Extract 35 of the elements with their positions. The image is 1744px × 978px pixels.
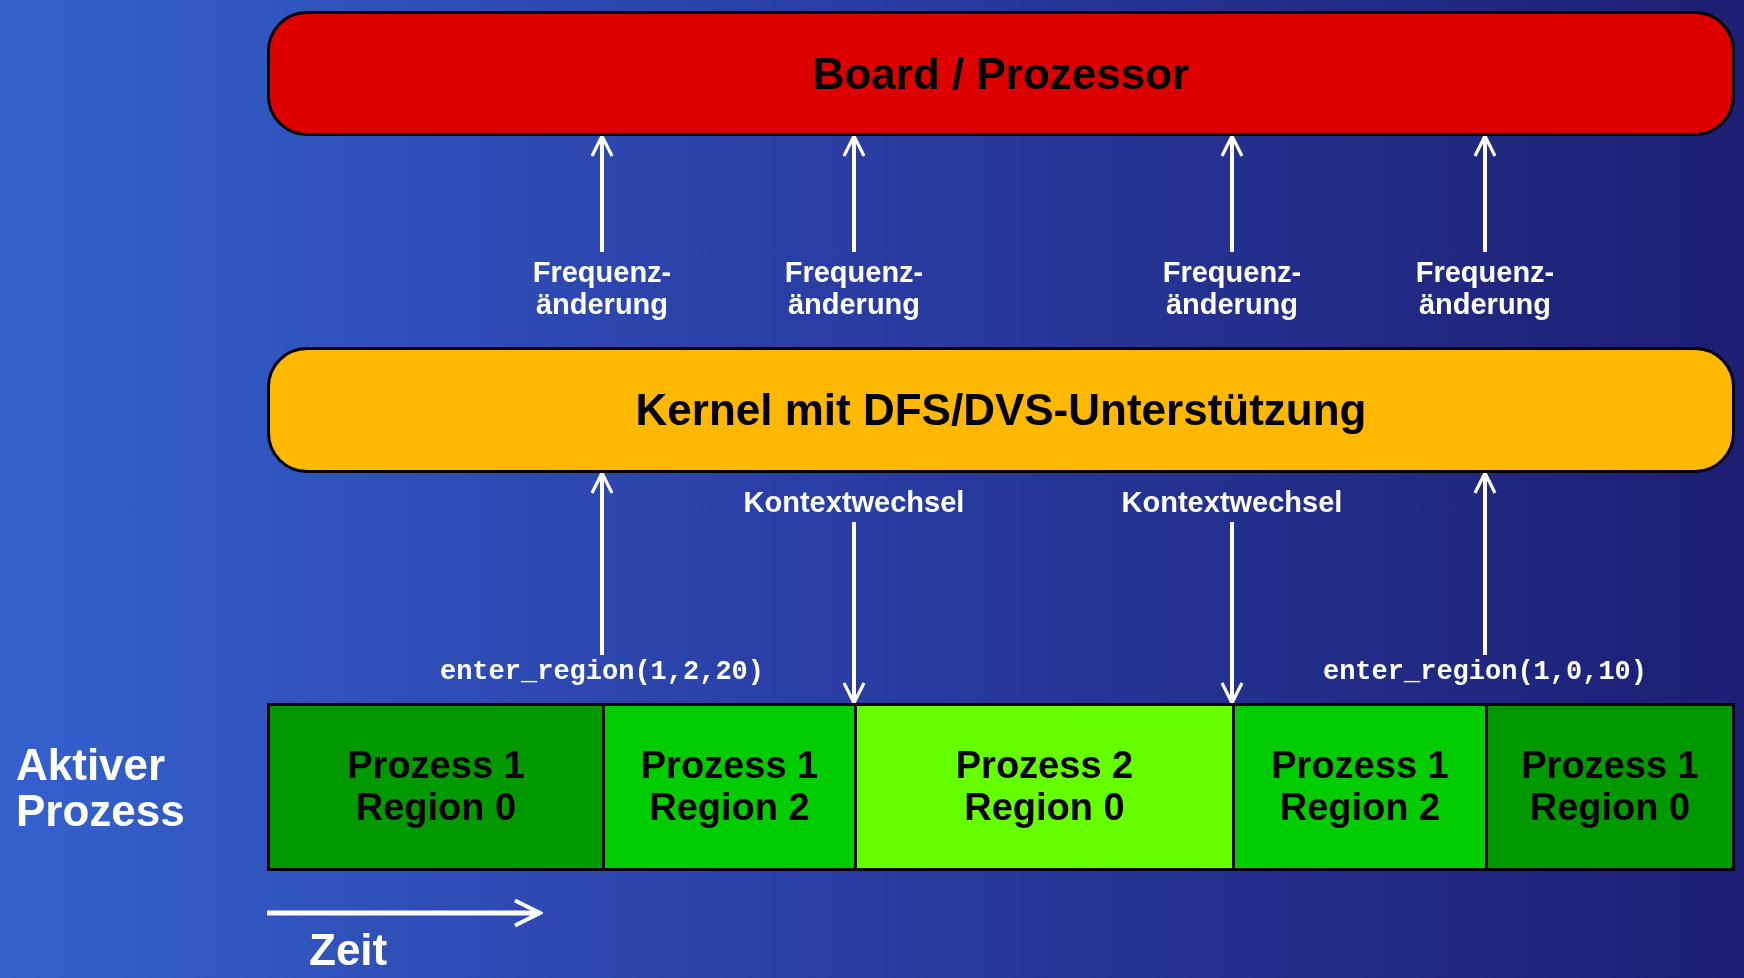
process-cell bbox=[267, 703, 605, 871]
process-cell bbox=[1485, 703, 1735, 871]
axis-label: Zeit bbox=[309, 928, 389, 972]
process-label: Region 0 bbox=[964, 787, 1125, 829]
annotation-text: Kontextwechsel bbox=[1082, 484, 1382, 522]
process-label: Region 2 bbox=[1279, 787, 1441, 829]
process-cell bbox=[602, 703, 857, 871]
annotation-text: Frequenz- änderung bbox=[1395, 252, 1575, 326]
code-text: enter_region(1,0,10) bbox=[1265, 655, 1705, 689]
annotation-text: Kontextwechsel bbox=[704, 484, 1004, 522]
process-label: Region 2 bbox=[649, 787, 810, 829]
code-text: enter_region(1,2,20) bbox=[382, 655, 822, 689]
process-label: Prozess 1 bbox=[1521, 745, 1699, 787]
process-label: Prozess 1 bbox=[1271, 745, 1449, 787]
process-label: Prozess 2 bbox=[955, 745, 1134, 787]
row-label: Aktiver Prozess bbox=[16, 742, 186, 835]
process-label: Region 0 bbox=[1529, 787, 1691, 829]
board-box: Board / Prozessor bbox=[267, 11, 1735, 136]
arrow bbox=[1473, 471, 1497, 655]
annotation-text: Frequenz- änderung bbox=[764, 252, 944, 326]
arrow bbox=[1473, 134, 1497, 252]
arrow bbox=[842, 522, 866, 705]
process-label: Region 0 bbox=[355, 787, 517, 829]
process-cell bbox=[854, 703, 1235, 871]
process-label: Prozess 1 bbox=[640, 745, 819, 787]
arrow bbox=[842, 134, 866, 252]
process-cell bbox=[1232, 703, 1488, 871]
arrow bbox=[590, 471, 614, 655]
arrow bbox=[1220, 522, 1244, 705]
annotation-text: Frequenz- änderung bbox=[1142, 252, 1322, 326]
kernel-box: Kernel mit DFS/DVS-Unterstützung bbox=[267, 347, 1735, 473]
arrow bbox=[590, 134, 614, 252]
annotation-text: Frequenz- änderung bbox=[512, 252, 692, 326]
process-label: Prozess 1 bbox=[347, 745, 525, 787]
arrow bbox=[1220, 134, 1244, 252]
